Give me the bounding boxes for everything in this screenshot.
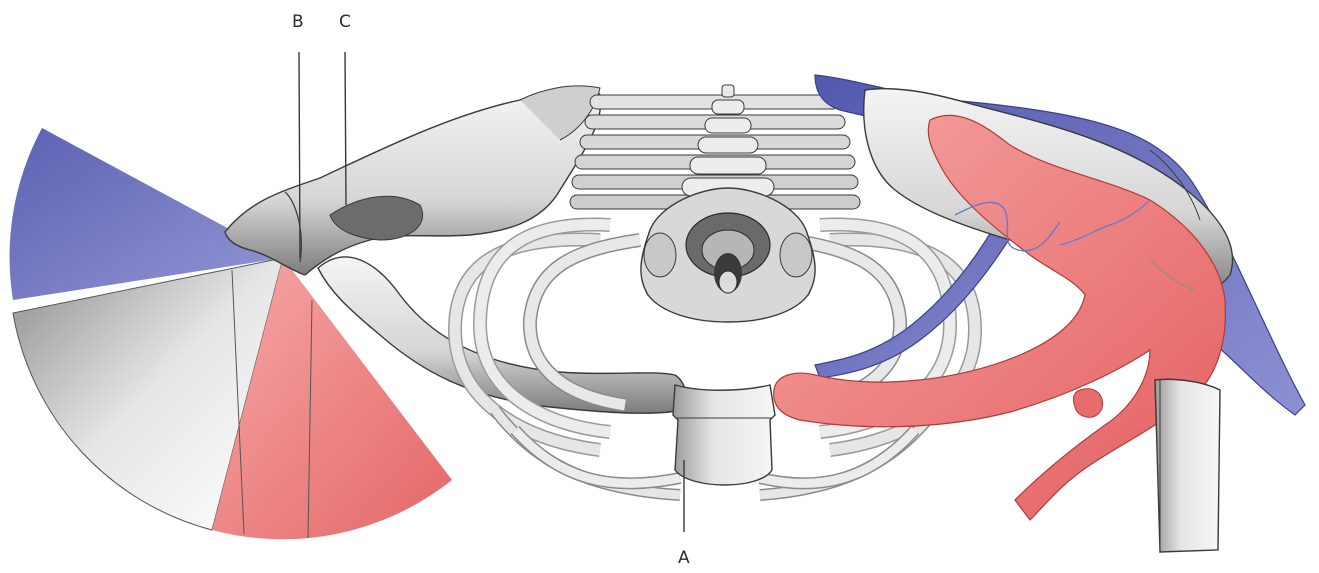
label-c: C bbox=[339, 12, 351, 32]
right-humerus bbox=[1155, 379, 1220, 552]
label-b: B bbox=[292, 12, 304, 32]
sternum bbox=[673, 385, 775, 485]
vertebra bbox=[641, 188, 815, 322]
label-a: A bbox=[678, 548, 690, 568]
leader-line-c bbox=[345, 52, 346, 205]
